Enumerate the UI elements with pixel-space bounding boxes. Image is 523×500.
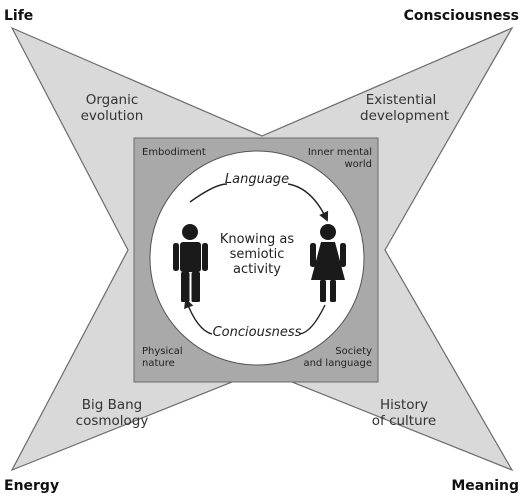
corner-label-consciousness: Consciousness [403,8,519,24]
corner-label-life: Life [4,8,34,24]
center-circle [149,150,365,366]
corner-label-meaning: Meaning [451,478,519,494]
inner-label-embodiment: Embodiment [142,147,206,158]
flow-label-language: Language [224,172,290,187]
male-figure-icon [173,224,208,302]
flow-label-conciousness: Conciousness [212,325,302,340]
female-figure-icon [310,224,346,302]
top-flow-arrow [189,183,327,220]
center-label-knowing: Knowing as semiotic activity [219,232,295,277]
bottom-flow-arrow [186,300,326,335]
corner-label-energy: Energy [4,478,60,494]
